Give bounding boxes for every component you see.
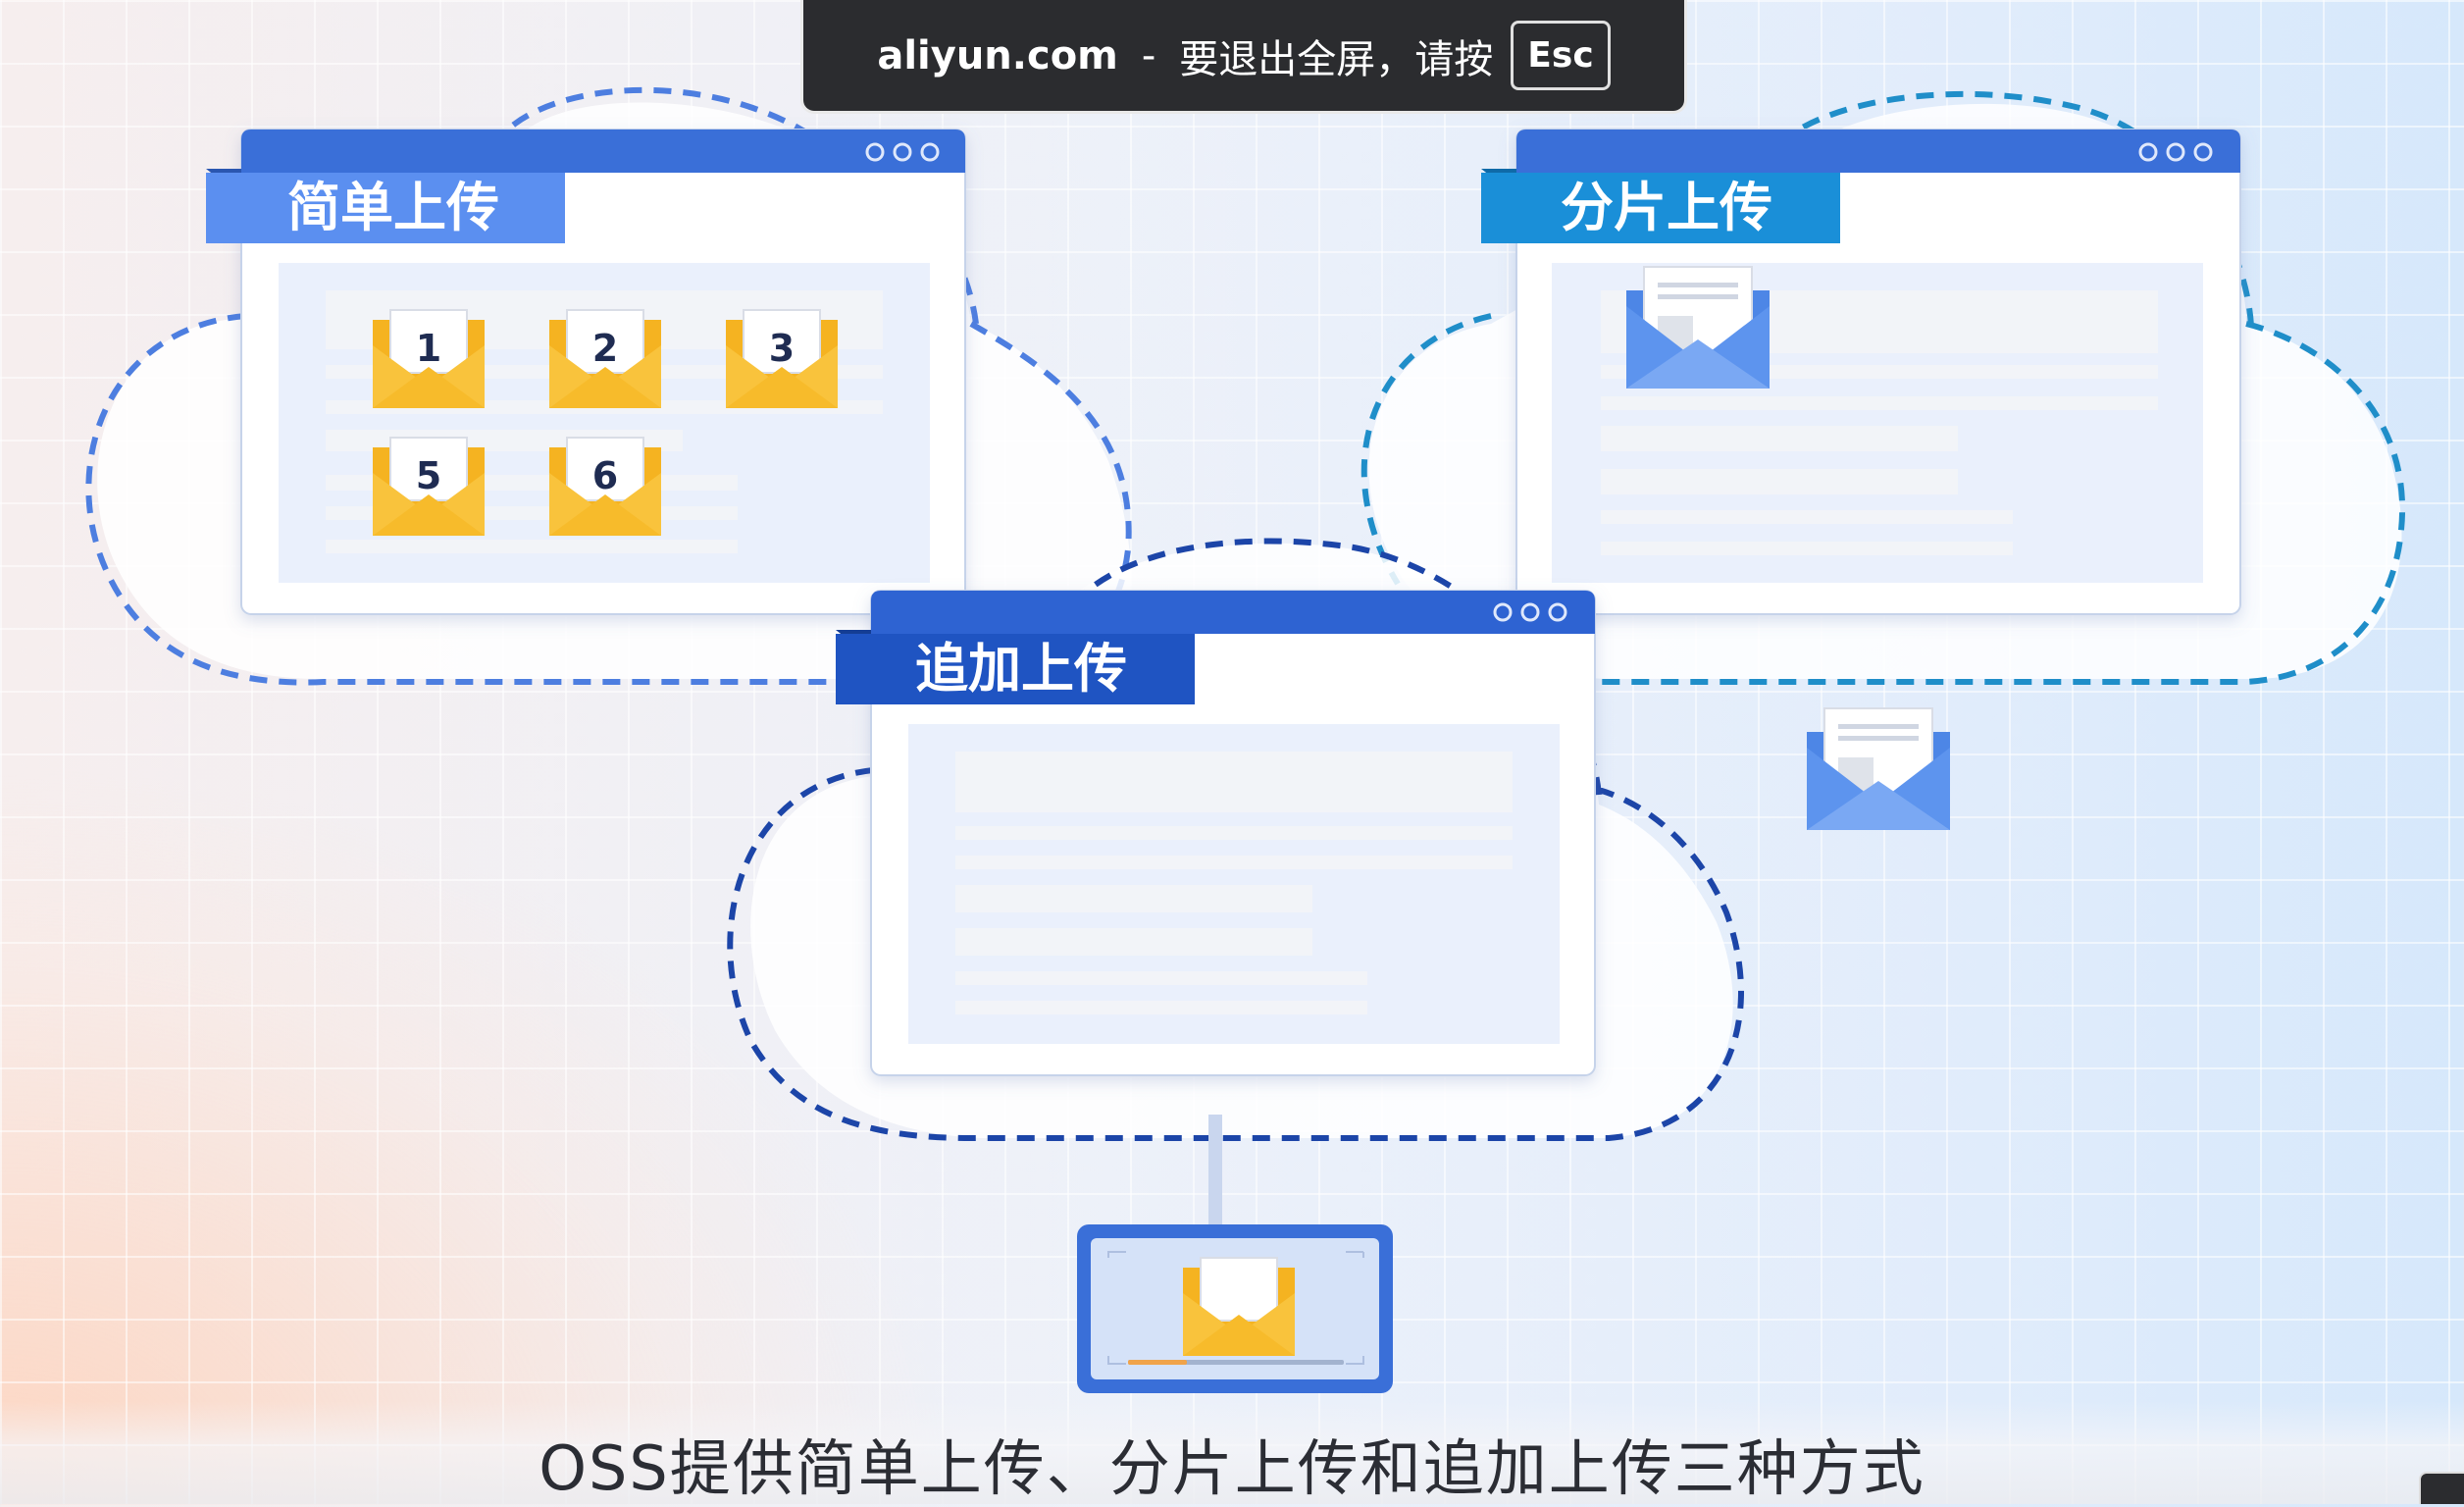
envelope-icon: 6 bbox=[548, 437, 662, 537]
panel-multipart-upload-content: 分片上传 bbox=[1481, 130, 2240, 583]
panel-title: 追加上传 bbox=[915, 638, 1127, 700]
envelope-icon: 2 bbox=[548, 309, 662, 409]
window-dot-icon bbox=[2138, 142, 2158, 162]
window-dot-icon bbox=[865, 142, 885, 162]
envelope-icon: 3 bbox=[725, 309, 839, 409]
panel-append-upload-content: 追加上传 bbox=[836, 591, 1595, 1044]
banner-separator: - bbox=[1141, 32, 1156, 78]
tab-multipart-upload bbox=[1481, 173, 1840, 243]
panel-title: 简单上传 bbox=[287, 177, 499, 238]
window-dot-icon bbox=[2193, 142, 2213, 162]
tab-append-upload bbox=[836, 634, 1195, 704]
esc-key-button[interactable]: Esc bbox=[1511, 21, 1611, 90]
banner-message: 要退出全屏，请按 bbox=[1179, 36, 1494, 82]
connector-line bbox=[1208, 1115, 1222, 1224]
envelope-icon bbox=[1625, 266, 1771, 390]
svg-text:1: 1 bbox=[416, 327, 441, 370]
envelope-icon: 5 bbox=[372, 437, 486, 537]
svg-text:5: 5 bbox=[416, 454, 441, 497]
envelope-icon bbox=[1806, 707, 1951, 831]
svg-text:2: 2 bbox=[592, 327, 618, 370]
panel-title: 分片上传 bbox=[1561, 177, 1772, 238]
panel-simple-upload-content: 简单上传 1 2 3 5 6 bbox=[206, 130, 965, 583]
svg-text:3: 3 bbox=[769, 327, 795, 370]
banner-domain: aliyun.com bbox=[877, 32, 1118, 78]
window-dot-icon bbox=[2166, 142, 2185, 162]
device-screen bbox=[1077, 1224, 1393, 1393]
fullscreen-toggle-button[interactable] bbox=[2419, 1472, 2464, 1504]
window-dot-icon bbox=[1520, 602, 1540, 622]
window-dot-icon bbox=[920, 142, 940, 162]
window-dot-icon bbox=[1493, 602, 1513, 622]
fullscreen-banner: aliyun.com - 要退出全屏，请按 Esc bbox=[800, 0, 1687, 114]
svg-text:6: 6 bbox=[592, 454, 618, 497]
tab-simple-upload bbox=[206, 173, 565, 243]
window-dot-icon bbox=[893, 142, 912, 162]
subtitle-text: OSS提供简单上传、分片上传和追加上传三种方式 bbox=[539, 1432, 1925, 1504]
window-dot-icon bbox=[1548, 602, 1567, 622]
envelope-icon: 1 bbox=[372, 309, 486, 409]
video-subtitle: OSS提供简单上传、分片上传和追加上传三种方式 bbox=[0, 1401, 2464, 1504]
envelope-icon bbox=[1182, 1257, 1296, 1357]
